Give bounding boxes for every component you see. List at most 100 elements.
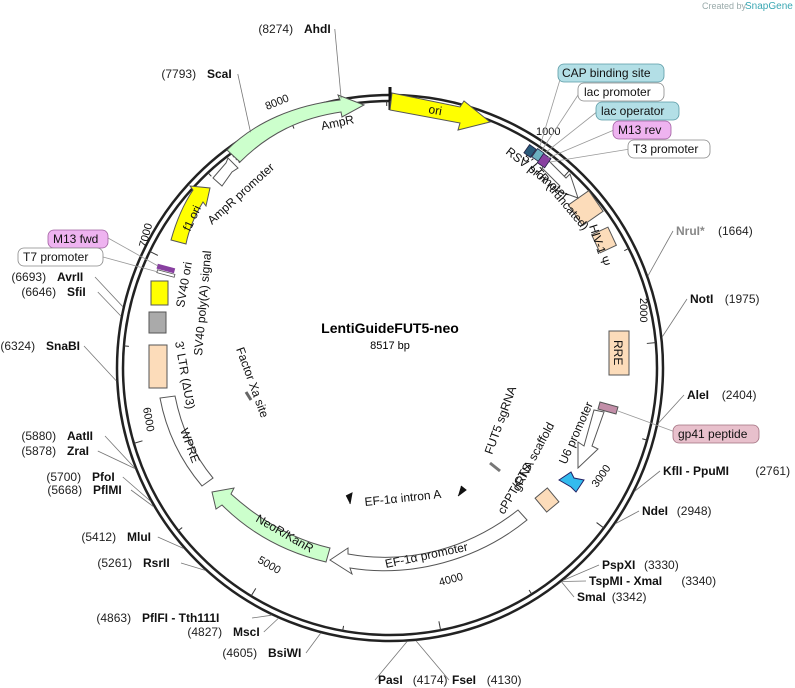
- site-leader: [658, 394, 685, 424]
- major-tick: [149, 251, 159, 256]
- m13-fwd-label: M13 fwd: [53, 232, 98, 246]
- site-position: (2404): [722, 388, 757, 402]
- site-leader: [130, 489, 154, 508]
- site-name: SfiI: [67, 285, 86, 299]
- minor-tick: [207, 172, 212, 177]
- sv40-ori-box: [150, 280, 169, 306]
- site-rsrii: RsrII(5261): [97, 556, 206, 571]
- site-position: (7793): [161, 67, 196, 81]
- site-position: (1664): [718, 224, 753, 238]
- site-msci: MscI(4827): [187, 617, 279, 639]
- intron-start-mark: [345, 492, 353, 505]
- t3-box: [627, 139, 711, 159]
- site-name: RsrII: [143, 556, 170, 570]
- ori-label: ori: [427, 102, 443, 118]
- site-name: AatII: [67, 429, 93, 443]
- tick-5000: 5000: [256, 554, 283, 577]
- neor-arrow: [211, 487, 331, 563]
- site-fsei: FseI(4130): [415, 640, 522, 687]
- site-bsiwi: BsiWI(4605): [222, 632, 322, 660]
- minor-tick: [342, 625, 345, 631]
- site-name: PasI: [378, 673, 403, 687]
- site-leader: [97, 291, 122, 317]
- ampr-promoter-arrow: [212, 157, 239, 187]
- site-position: (6324): [0, 339, 35, 353]
- site-leader: [251, 614, 272, 619]
- gp41-label: gp41 peptide: [678, 427, 748, 441]
- tick-1000: 1000: [536, 126, 560, 138]
- tick-4000: 4000: [438, 571, 465, 589]
- ampr-label: AmpR: [320, 112, 356, 133]
- site-name: ZraI: [67, 444, 89, 458]
- lac-operator-leader: [544, 110, 599, 154]
- factor-xa-mark: [244, 391, 253, 401]
- site-name: AhdI: [304, 22, 331, 36]
- t7-box: [17, 247, 104, 267]
- ltr5-box: [567, 190, 604, 227]
- site-leader: [157, 536, 185, 550]
- f1-ori-arrow: [170, 185, 211, 245]
- cap-box: [557, 63, 665, 83]
- site-leader: [334, 28, 342, 99]
- site-name: NruI*: [676, 224, 705, 238]
- tick-3000: 3000: [590, 463, 614, 490]
- site-position: (5878): [21, 444, 56, 458]
- site-position: (5700): [46, 470, 81, 484]
- hiv-psi-box: [590, 226, 618, 254]
- site-leader: [94, 276, 124, 308]
- gp41-box: [672, 424, 760, 444]
- site-leader: [305, 632, 322, 654]
- grna-scaffold-arrow: [558, 471, 585, 493]
- u6-promoter-arrow: [577, 409, 605, 470]
- site-alei: AleI (2404): [658, 388, 757, 424]
- wpre-arrow: [159, 395, 214, 487]
- m13-rev-mark: [536, 153, 552, 169]
- site-name: PfoI: [92, 470, 115, 484]
- site-pspxi: PspXI(3330): [563, 558, 679, 581]
- gp41-leader: [617, 410, 679, 434]
- t3-label: T3 promoter: [633, 142, 698, 156]
- rre-box: [608, 330, 630, 376]
- site-nrui-: NruI* (1664): [647, 224, 753, 276]
- site-name: SnaBI: [46, 339, 80, 353]
- site-position: (5668): [47, 483, 82, 497]
- t3-leader: [549, 148, 631, 163]
- credit-prefix: Created by: [702, 1, 747, 11]
- lac-operator-box: [595, 101, 680, 121]
- site-zrai: ZraI (5878): [21, 444, 136, 469]
- site-position: (8274): [258, 22, 293, 36]
- cap-mark: [523, 144, 537, 158]
- m13-fwd-mark: [156, 263, 176, 274]
- site-name: SmaI: [577, 590, 606, 604]
- rre-label: RRE: [611, 340, 625, 365]
- sgrna-mark: [489, 461, 501, 473]
- ef1a-promoter-arrow: [329, 509, 528, 576]
- site-leader: [415, 640, 450, 681]
- site-name: BsiWI: [268, 646, 301, 660]
- site-leader: [97, 450, 136, 469]
- site-leader: [561, 581, 575, 598]
- t7-leader: [102, 256, 159, 273]
- lac-promoter-box: [577, 82, 665, 102]
- m13-rev-label: M13 rev: [618, 123, 661, 137]
- tick-8000: 8000: [264, 92, 291, 112]
- site-pflmi: PflMI (5668): [47, 483, 154, 508]
- site-position: (4130): [487, 673, 522, 687]
- site-avrii: AvrII(6693): [11, 270, 124, 308]
- site-name: NotI: [690, 292, 713, 306]
- minor-tick: [642, 438, 648, 441]
- sv40-polya-label: SV40 poly(A) signal: [191, 250, 214, 356]
- site-pfoi: PfoI (5700): [46, 470, 151, 502]
- ori-arrow: [389, 92, 492, 131]
- lac-promoter-leader: [541, 91, 581, 151]
- site-name: PflMI: [93, 483, 122, 497]
- site-leader: [634, 470, 661, 492]
- site-leader: [122, 476, 151, 502]
- site-position: (3330): [644, 558, 679, 572]
- m13-fwd-leader: [107, 237, 159, 267]
- site-name: AleI: [687, 388, 709, 402]
- sv40-ori-label: SV40 ori: [173, 261, 195, 309]
- plasmid-size: 8517 bp: [370, 340, 410, 352]
- major-tick: [133, 440, 143, 444]
